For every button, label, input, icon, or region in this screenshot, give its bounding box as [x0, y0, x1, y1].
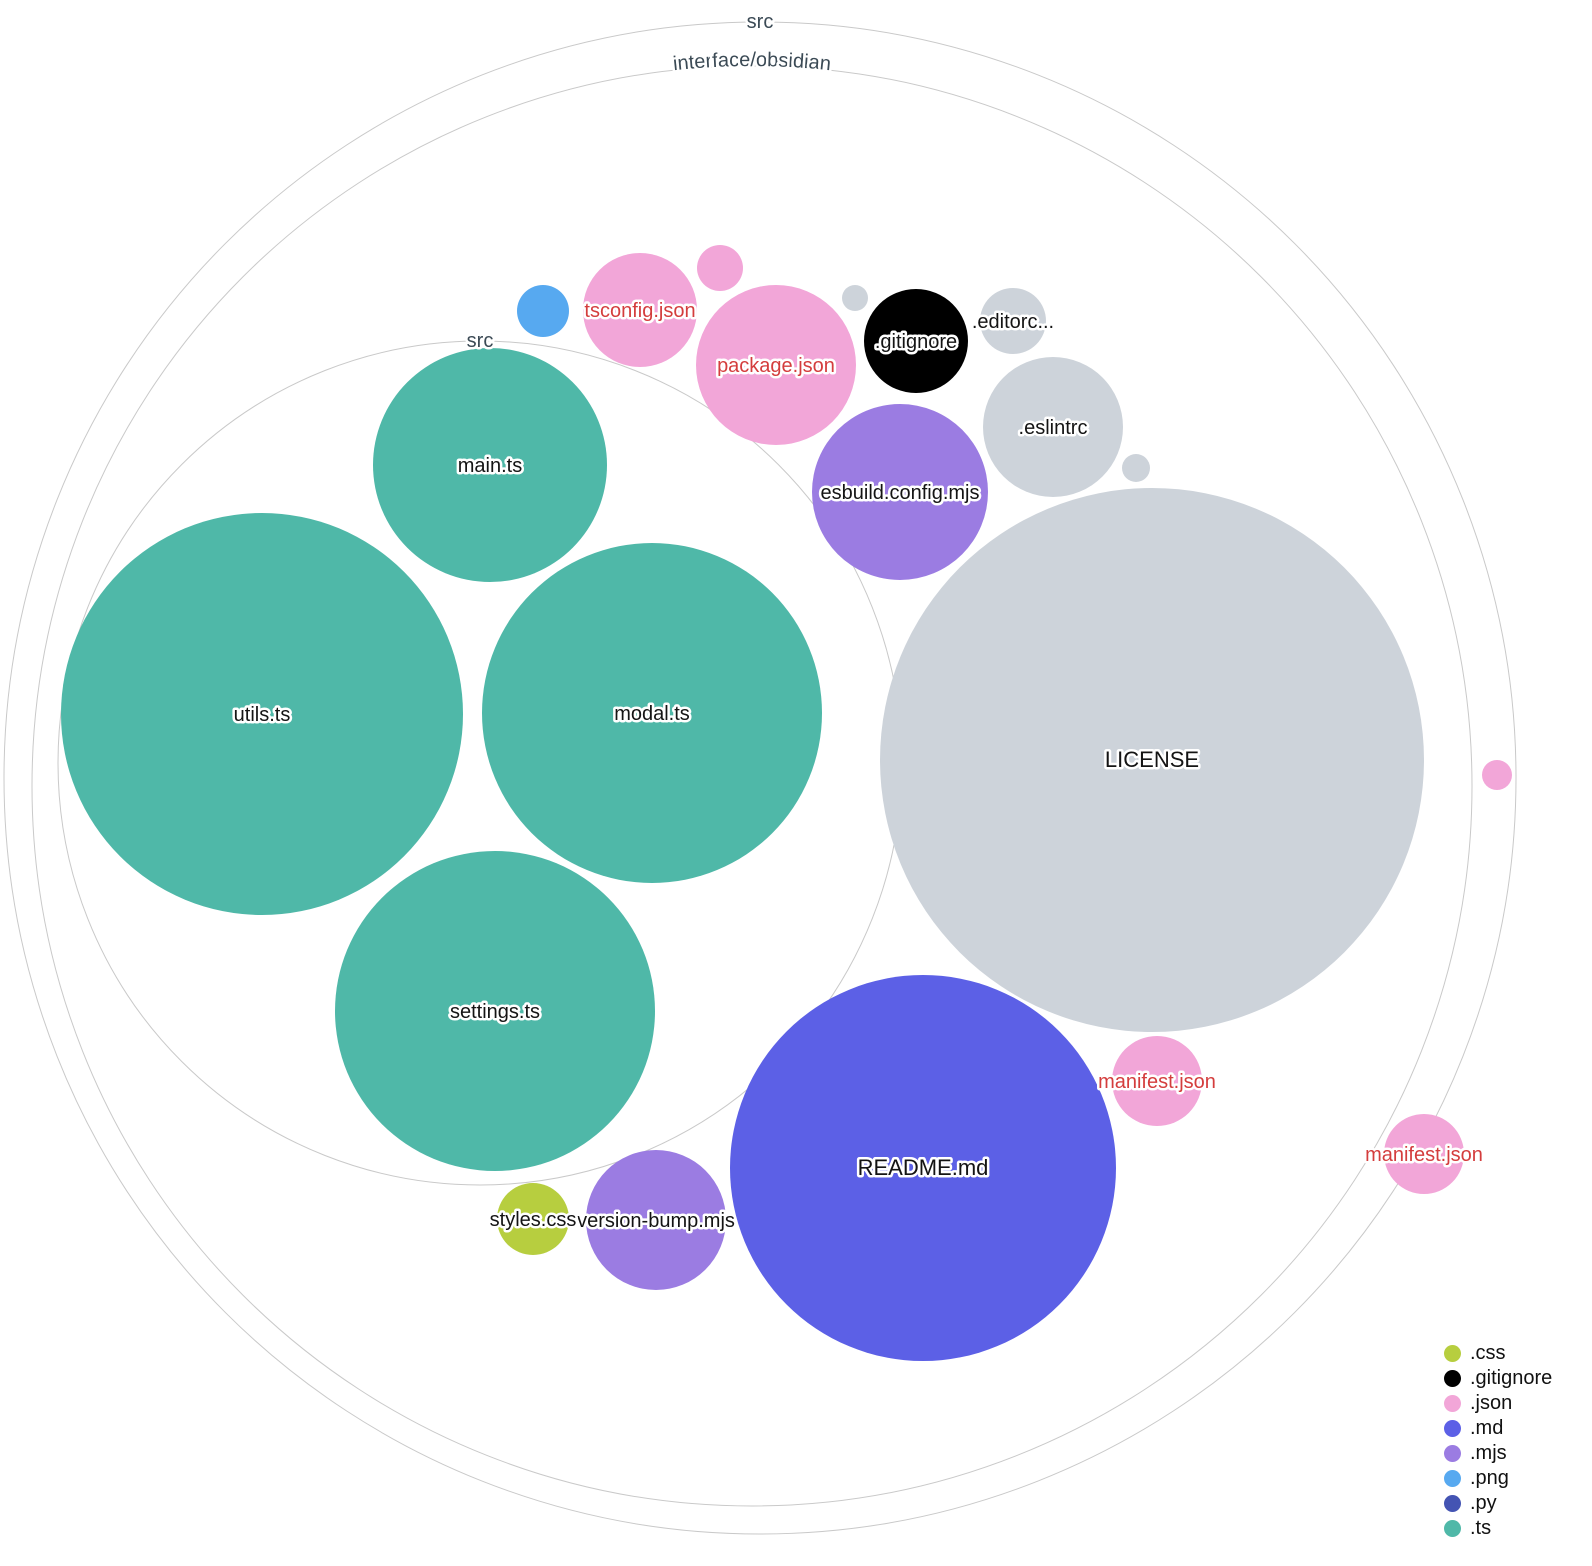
- file-label-readme-md: README.md: [858, 1155, 989, 1180]
- file-label-manifest-json: manifest.json: [1098, 1071, 1216, 1093]
- file-circle-esbuild-config-mjs: [812, 404, 988, 580]
- legend-item-mjs: .mjs: [1444, 1441, 1552, 1466]
- legend-item-css: .css: [1444, 1341, 1552, 1366]
- legend-dot-ts: [1444, 1520, 1461, 1537]
- file-label-modal-ts: modal.ts: [614, 703, 690, 725]
- legend-label-css: .css: [1470, 1342, 1506, 1364]
- file-circle-version-bump-mjs: [586, 1150, 726, 1290]
- legend-item-py: .py: [1444, 1491, 1552, 1516]
- legend: .css .gitignore .json .md .mjs .png .py .ts: [1444, 1341, 1552, 1541]
- file-circle-main-ts: [373, 348, 607, 582]
- legend-label-png: .png: [1470, 1467, 1509, 1489]
- file-label-editorc: .editorc...: [972, 311, 1054, 333]
- legend-item-md: .md: [1444, 1416, 1552, 1441]
- file-circle-readme-md: [730, 975, 1116, 1361]
- file-circle-styles-css: [497, 1183, 569, 1255]
- legend-item-ts: .ts: [1444, 1516, 1552, 1541]
- folder-label-interface-obsidian: interface/obsidian: [672, 49, 832, 75]
- file-label-styles-css: styles.css: [490, 1209, 577, 1231]
- legend-label-md: .md: [1470, 1417, 1504, 1439]
- file-label-gitignore: .gitignore: [875, 331, 957, 353]
- file-label-package-json: package.json: [717, 355, 835, 377]
- file-label-tsconfig-json: tsconfig.json: [584, 300, 695, 322]
- file-circle-unlabeled-13: [1122, 454, 1150, 482]
- legend-label-gitignore: .gitignore: [1470, 1367, 1553, 1389]
- legend-dot-css: [1444, 1345, 1461, 1362]
- file-circle-unlabeled-4: [517, 285, 569, 337]
- legend-item-gitignore: .gitignore: [1444, 1366, 1552, 1391]
- folder-label-src: src: [467, 330, 494, 352]
- file-label-main-ts: main.ts: [458, 455, 522, 477]
- file-circle-tsconfig-json: [583, 253, 697, 367]
- file-label-license: LICENSE: [1105, 747, 1199, 772]
- legend-label-mjs: .mjs: [1470, 1442, 1507, 1464]
- legend-dot-mjs: [1444, 1445, 1461, 1462]
- file-label-settings-ts: settings.ts: [450, 1001, 540, 1023]
- file-circle-unlabeled-8: [842, 285, 868, 311]
- file-circle-settings-ts: [335, 851, 655, 1171]
- legend-dot-json: [1444, 1395, 1461, 1412]
- file-circle-package-json: [696, 285, 856, 445]
- legend-label-json: .json: [1470, 1392, 1513, 1414]
- legend-label-ts: .ts: [1470, 1517, 1492, 1539]
- legend-item-png: .png: [1444, 1466, 1552, 1491]
- file-circle-utils-ts: [61, 513, 463, 915]
- legend-dot-png: [1444, 1470, 1461, 1487]
- legend-dot-py: [1444, 1495, 1461, 1512]
- file-circle-unlabeled-6: [697, 245, 743, 291]
- file-label-manifest-json: manifest.json: [1365, 1144, 1483, 1166]
- file-circle-gitignore: [864, 289, 968, 393]
- file-circle-license: [880, 488, 1424, 1032]
- legend-dot-gitignore: [1444, 1370, 1461, 1387]
- file-label-version-bump-mjs: version-bump.mjs: [577, 1210, 735, 1232]
- file-label-eslintrc: .eslintrc: [1019, 417, 1088, 439]
- file-label-esbuild-config-mjs: esbuild.config.mjs: [821, 482, 980, 504]
- file-circle-eslintrc: [983, 357, 1123, 497]
- legend-item-json: .json: [1444, 1391, 1552, 1416]
- folder-label-src: src: [747, 11, 774, 33]
- file-circle-manifest-json: [1384, 1114, 1464, 1194]
- file-circle-unlabeled-19: [1482, 760, 1512, 790]
- legend-dot-md: [1444, 1420, 1461, 1437]
- file-circle-manifest-json: [1112, 1036, 1202, 1126]
- file-circle-modal-ts: [482, 543, 822, 883]
- legend-label-py: .py: [1470, 1492, 1497, 1514]
- file-label-utils-ts: utils.ts: [234, 704, 291, 726]
- file-circle-editorc: [980, 288, 1046, 354]
